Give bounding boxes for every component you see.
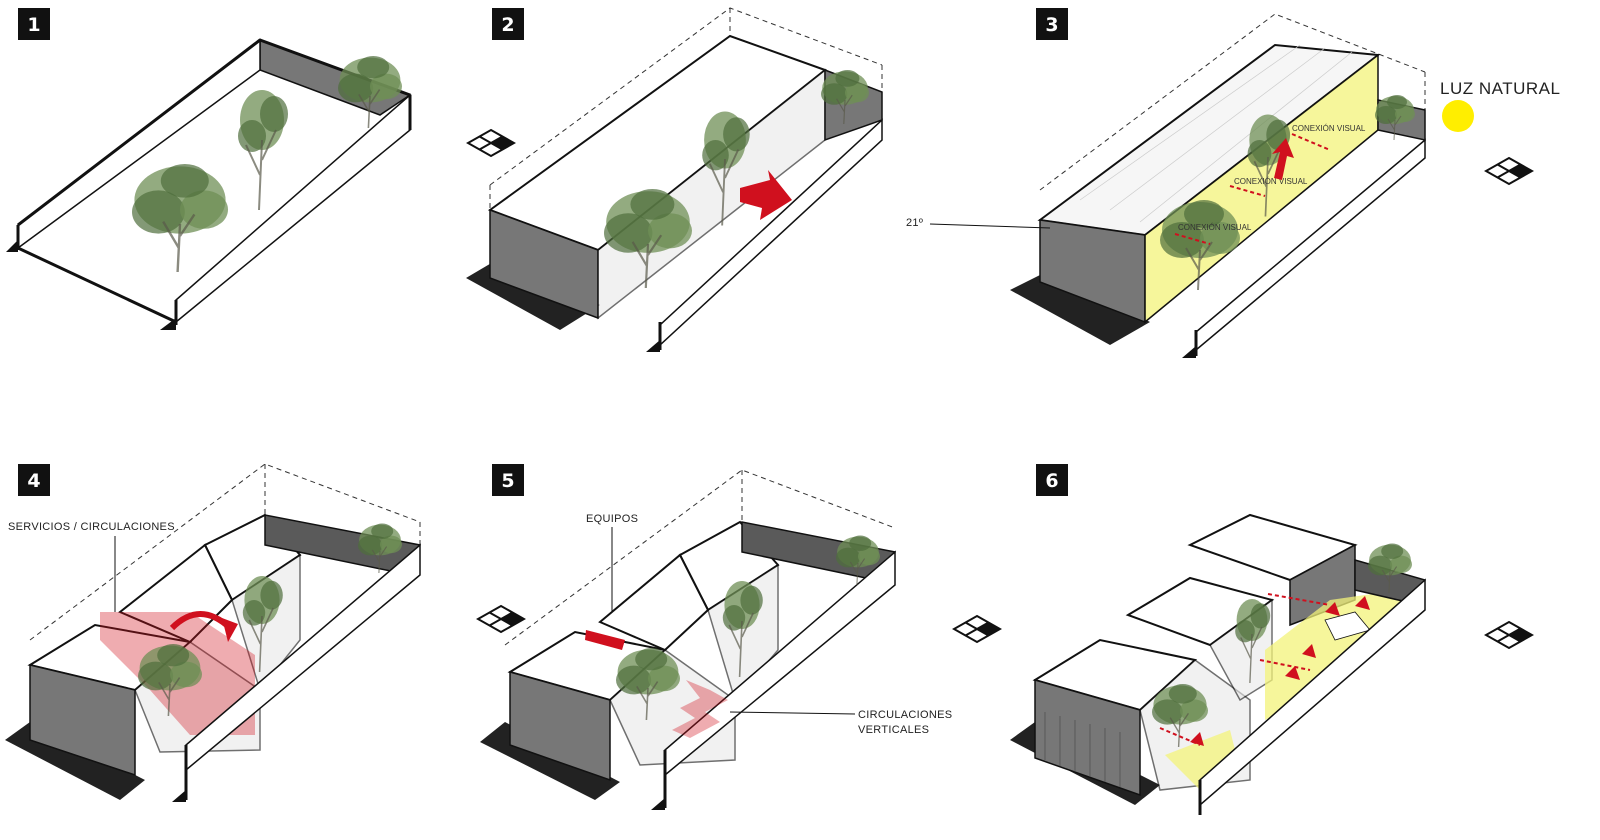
panel-number-badge [18, 464, 50, 496]
conexion-visual-label: CONEXIÓN VISUAL [1178, 223, 1252, 232]
stair-indicator [672, 680, 728, 738]
equipos-label: EQUIPOS [586, 513, 638, 525]
panel-number: 1 [27, 14, 40, 36]
panel-4: 4 SERVICIOS / CIRCULACIONES [5, 463, 421, 802]
sun-icon [1442, 100, 1474, 132]
panel-2: 2 [466, 7, 883, 352]
verticales-label: VERTICALES [858, 724, 929, 736]
red-arrow-icon [1190, 732, 1204, 746]
compass-grid-icon [467, 129, 515, 157]
compass-grid-icon [477, 605, 525, 633]
panel-number: 2 [501, 14, 514, 36]
circulation-line [1259, 659, 1311, 671]
panel-number: 5 [501, 470, 514, 492]
red-arrow-icon [222, 618, 238, 642]
red-arrow-icon [1272, 138, 1294, 180]
panel-number-badge [18, 8, 50, 40]
panel-1: 1 [6, 8, 412, 330]
red-arrow-icon [1355, 596, 1370, 610]
panel-number: 6 [1045, 470, 1058, 492]
visual-connection-line [1174, 233, 1211, 245]
panel-number-badge [492, 464, 524, 496]
angle-label: 21º [906, 217, 923, 229]
panel-number-badge [492, 8, 524, 40]
compass-grid-icon [1485, 621, 1533, 649]
red-arrow-icon [1302, 644, 1316, 658]
circulation-line [1267, 593, 1331, 606]
panel-5: 5 EQUIPOS CIRCULACIONES [477, 464, 1001, 810]
conexion-visual-label: CONEXIÓN VISUAL [1234, 177, 1308, 186]
circulaciones-label: CIRCULACIONES [858, 709, 952, 721]
angle-leader [929, 223, 1051, 229]
volumes-equipment [480, 469, 896, 810]
volume-angled [1010, 13, 1426, 358]
visual-connection-line [1229, 185, 1266, 197]
compass-grid-icon [1485, 157, 1533, 185]
conexion-visual-label: CONEXIÓN VISUAL [1292, 124, 1366, 133]
panel-6: 6 [1010, 464, 1533, 815]
red-arrow-icon [1325, 602, 1340, 616]
compass-grid-icon [953, 615, 1001, 643]
panel-number: 4 [27, 470, 40, 492]
red-arrow-icon [1285, 666, 1300, 680]
volume-envelope [466, 7, 883, 352]
panel-number-badge [1036, 8, 1068, 40]
final-house [1010, 513, 1426, 815]
panel-3: 3 LUZ NATURAL 2 [906, 8, 1560, 358]
volumes-services [5, 463, 421, 802]
circulaciones-leader [729, 711, 856, 715]
servicios-label: SERVICIOS / CIRCULACIONES [8, 521, 175, 533]
red-arrow-icon [740, 170, 792, 220]
panel-number-badge [1036, 464, 1068, 496]
panel-number: 3 [1045, 14, 1058, 36]
luz-natural-label: LUZ NATURAL [1440, 79, 1560, 98]
